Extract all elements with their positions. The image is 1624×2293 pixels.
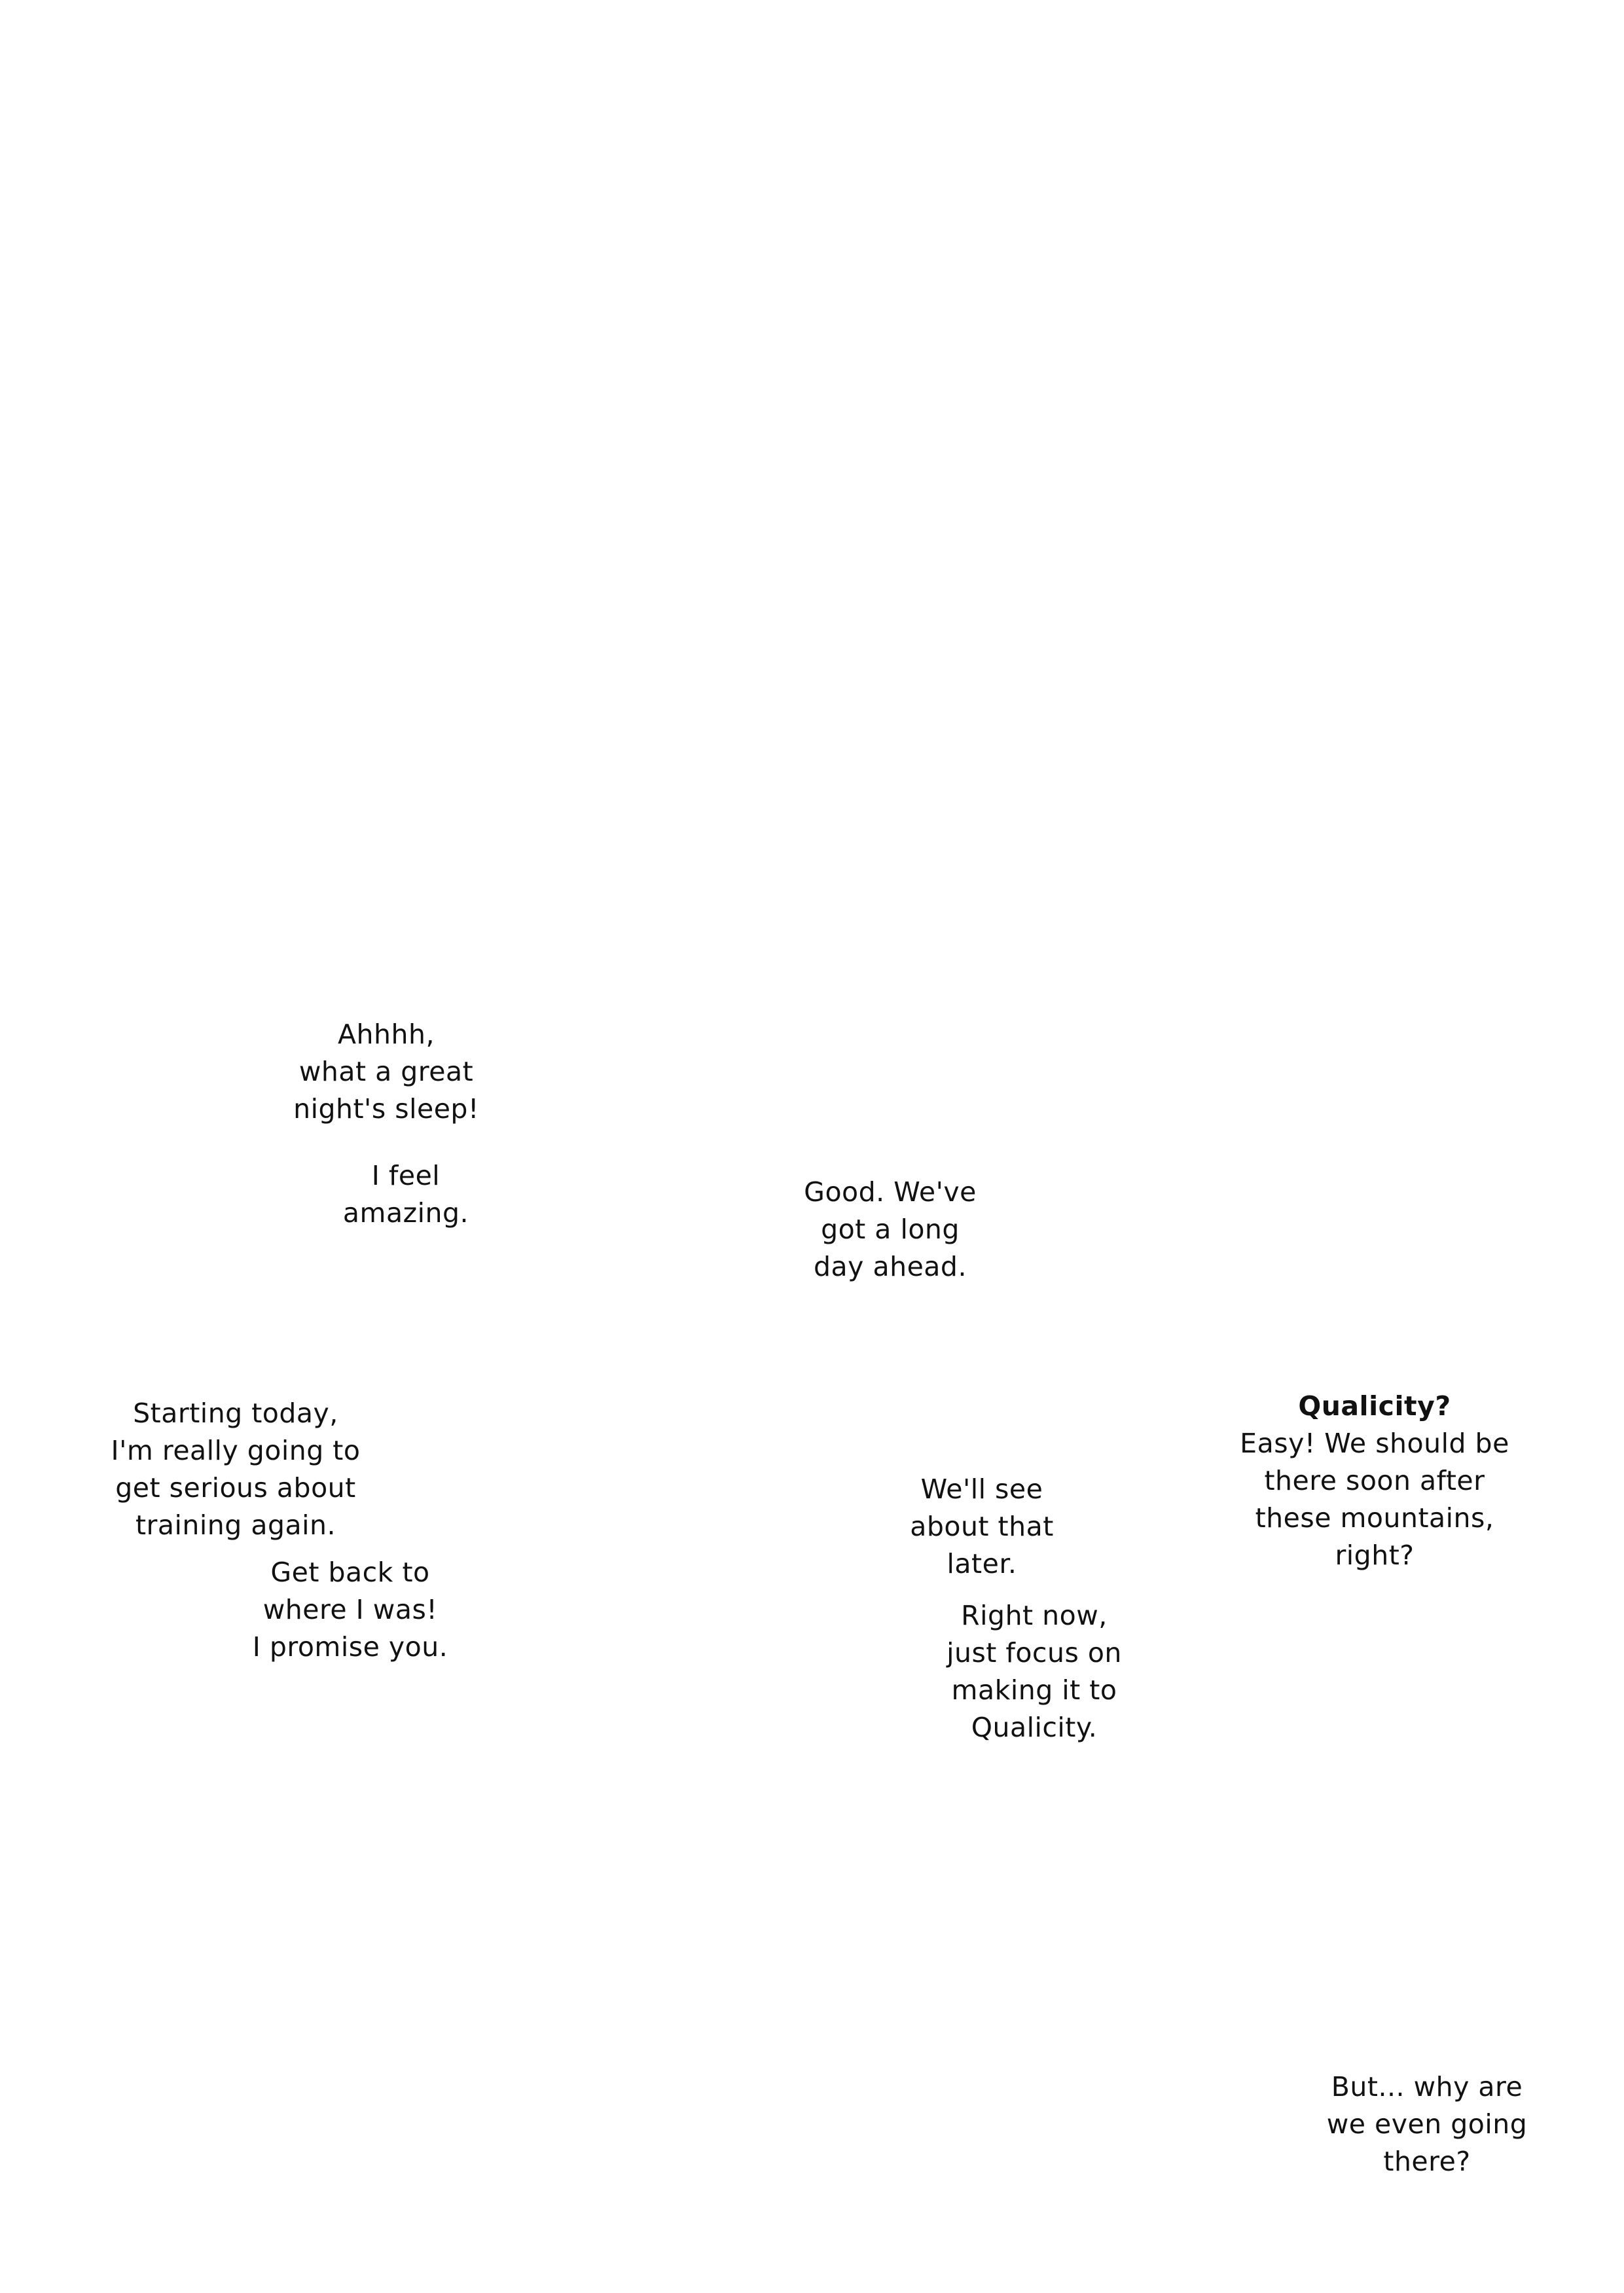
dialogue-line: making it to [951, 1674, 1117, 1706]
dialogue-line: there? [1383, 2146, 1471, 2177]
dialogue-line: We'll see [920, 1473, 1043, 1505]
dialogue-line: But... why are [1331, 2071, 1523, 2103]
dialogue-text-feel-amazing: I feel amazing. [340, 1157, 471, 1232]
dialogue-line: what a great [298, 1056, 474, 1087]
dialogue-text-why-going: But... why are we even going there? [1303, 2068, 1551, 2180]
dialogue-text-great-sleep: Ahhhh, what a great night's sleep! [288, 1016, 484, 1128]
dialogue-line: day ahead. [814, 1251, 967, 1282]
dialogue-line: get serious about [115, 1472, 356, 1504]
dialogue-line: Right now, [961, 1600, 1108, 1631]
dialogue-line: I promise you. [252, 1631, 448, 1663]
dialogue-line: we even going [1326, 2108, 1528, 2140]
dialogue-line: about that [910, 1511, 1054, 1542]
dialogue-line: right? [1335, 1540, 1415, 1571]
dialogue-text-qualicity-easy: Qualicity? Easy! We should be there soon… [1211, 1388, 1538, 1574]
dialogue-text-promise: Get back to where I was! I promise you. [245, 1554, 455, 1666]
dialogue-line: training again. [135, 1509, 336, 1541]
dialogue-line: these mountains, [1255, 1502, 1494, 1534]
dialogue-line: I'm really going to [111, 1435, 361, 1466]
dialogue-line: Good. We've [804, 1176, 977, 1208]
dialogue-line: Starting today, [133, 1398, 338, 1429]
dialogue-line: Qualicity. [971, 1712, 1098, 1743]
dialogue-line: Ahhhh, [337, 1019, 435, 1050]
dialogue-line: I feel [371, 1160, 441, 1191]
dialogue-text-focus-qualicity: Right now, just focus on making it to Qu… [929, 1597, 1139, 1746]
dialogue-line: Get back to [270, 1557, 430, 1588]
dialogue-text-serious-training: Starting today, I'm really going to get … [98, 1395, 373, 1544]
dialogue-line: where I was! [262, 1594, 438, 1625]
dialogue-line: Easy! We should be [1240, 1428, 1509, 1459]
dialogue-line: got a long [821, 1214, 960, 1245]
dialogue-line: amazing. [342, 1197, 469, 1229]
dialogue-text-see-later: We'll see about that later. [897, 1471, 1067, 1583]
dialogue-line: just focus on [947, 1637, 1122, 1669]
dialogue-text-long-day: Good. We've got a long day ahead. [785, 1174, 995, 1286]
dialogue-line: there soon after [1264, 1465, 1485, 1496]
dialogue-line-emphasis: Qualicity? [1298, 1390, 1451, 1422]
dialogue-line: later. [947, 1548, 1017, 1580]
dialogue-line: night's sleep! [293, 1093, 479, 1125]
